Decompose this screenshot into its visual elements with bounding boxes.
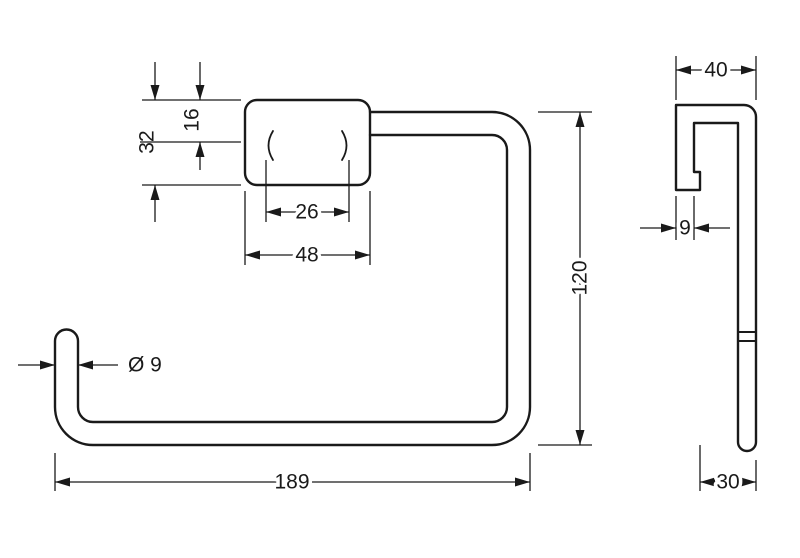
ring-outline [53, 110, 532, 447]
dim-plate-thickness: 9 [640, 196, 730, 243]
dim-mount-hole-spacing: 26 [265, 160, 350, 227]
arrowhead [55, 477, 70, 487]
dim-overall-width: 189 [54, 453, 531, 497]
arrowhead [150, 185, 160, 200]
arrowhead [741, 65, 756, 75]
dim-lower-depth: 30 [699, 445, 757, 497]
mounting-plate [243, 98, 372, 187]
arrowhead [266, 207, 281, 217]
dim-label-lower-depth: 30 [716, 471, 739, 494]
arrowhead [195, 142, 205, 157]
dim-label-plate-width: 48 [295, 244, 318, 267]
side-profile-outline [674, 103, 758, 453]
arrowhead [515, 477, 530, 487]
arrowhead [40, 360, 55, 370]
side-view: 40 9 30 [640, 55, 758, 497]
arrowhead [334, 207, 349, 217]
dim-tube-diameter: Ø 9 [18, 350, 165, 380]
arrowhead [355, 250, 370, 260]
arrowhead [676, 65, 691, 75]
dim-label-plate-top-offset: 16 [181, 108, 204, 131]
arrowhead [245, 250, 260, 260]
arrowhead [195, 85, 205, 100]
arrowhead [661, 223, 676, 233]
mount-detail-left-bracket [267, 130, 274, 161]
mount-detail-right-bracket [341, 130, 348, 161]
dim-label-plate-thickness: 9 [679, 217, 691, 240]
dim-label-depth: 40 [704, 59, 727, 82]
arrowhead [575, 112, 585, 127]
arrowhead [150, 85, 160, 100]
dim-label-mount-hole-spacing: 26 [295, 201, 318, 224]
arrowhead [575, 430, 585, 445]
dim-overall-height: 120 [538, 111, 595, 446]
dim-depth: 40 [675, 55, 757, 100]
dim-plate-top-offset: 16 [140, 62, 241, 170]
arrowhead [700, 477, 715, 487]
dim-label-overall-height: 120 [569, 260, 592, 295]
front-view: 32 16 26 48 [18, 62, 595, 497]
arrowhead [741, 477, 756, 487]
arrowhead [78, 360, 93, 370]
arrowhead [694, 223, 709, 233]
dim-label-tube-diameter: Ø 9 [128, 354, 162, 377]
dim-label-overall-width: 189 [274, 471, 309, 494]
dim-plate-width: 48 [244, 191, 371, 270]
